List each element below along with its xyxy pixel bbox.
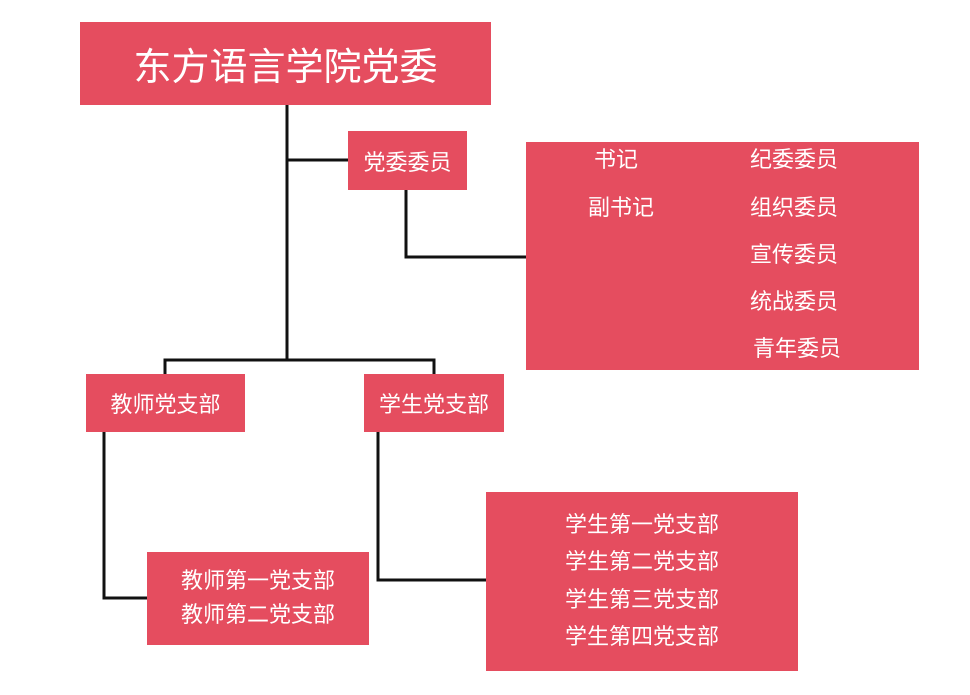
committee-roles-box: 书记 副书记 纪委委员 组织委员 宣传委员 统战委员 青年委员 bbox=[526, 142, 919, 370]
root-node: 东方语言学院党委 bbox=[80, 22, 491, 105]
teacher-branch-label: 教师党支部 bbox=[110, 393, 221, 418]
committee-node-label: 党委委员 bbox=[363, 150, 452, 176]
committee-node: 党委委员 bbox=[348, 131, 467, 190]
role-item: 副书记 bbox=[588, 196, 655, 221]
root-node-label: 东方语言学院党委 bbox=[133, 45, 438, 89]
teacher-branch-node: 教师党支部 bbox=[86, 374, 245, 432]
list-item: 学生第四党支部 bbox=[564, 624, 719, 650]
list-item: 教师第一党支部 bbox=[180, 569, 335, 595]
student-branch-node: 学生党支部 bbox=[364, 374, 504, 432]
student-subbranch-list: 学生第一党支部 学生第二党支部 学生第三党支部 学生第四党支部 bbox=[486, 492, 798, 671]
teacher-subbranch-list: 教师第一党支部 教师第二党支部 bbox=[147, 552, 369, 645]
role-item: 组织委员 bbox=[750, 196, 839, 221]
connector-teacher-list bbox=[102, 430, 149, 600]
role-item: 统战委员 bbox=[750, 290, 839, 315]
connector-student-list bbox=[376, 430, 488, 582]
role-item: 宣传委员 bbox=[750, 243, 839, 268]
list-item: 学生第二党支部 bbox=[564, 550, 719, 576]
list-item: 学生第三党支部 bbox=[564, 587, 719, 613]
student-branch-label: 学生党支部 bbox=[378, 393, 489, 418]
role-item: 青年委员 bbox=[753, 337, 842, 362]
role-item: 纪委委员 bbox=[750, 148, 839, 173]
list-item: 学生第一党支部 bbox=[564, 513, 719, 539]
connector-committee-roles bbox=[404, 188, 528, 259]
role-item: 书记 bbox=[594, 148, 639, 173]
list-item: 教师第二党支部 bbox=[180, 602, 335, 628]
